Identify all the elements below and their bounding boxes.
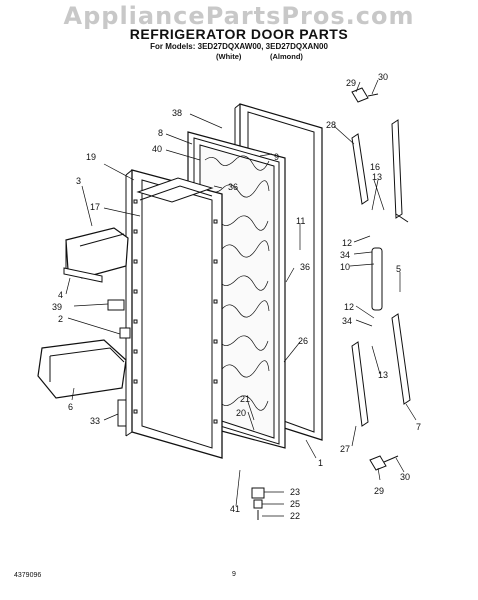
- hinge-bracket-33: [117, 399, 127, 427]
- callout-12-bottom: 12: [344, 302, 354, 312]
- callout-11: 11: [296, 216, 305, 226]
- footer-part-code: 4379096: [14, 572, 42, 579]
- callout-34-top: 34: [340, 250, 350, 260]
- callout-30-bottom: 30: [400, 472, 410, 482]
- callout-8: 8: [158, 128, 163, 138]
- handle-lower-27: [351, 341, 369, 427]
- callout-16: 16: [370, 162, 380, 172]
- color-almond-label: (Almond): [270, 52, 303, 61]
- callout-3: 3: [76, 176, 81, 186]
- callout-labels: 29 30 28 38 8 40 9 19 16 13 3 36 17 11 1…: [52, 72, 421, 521]
- callout-26: 26: [298, 336, 308, 346]
- callout-6: 6: [68, 402, 73, 412]
- door-bin-lower: [37, 339, 127, 399]
- watermark: AppliancePartsPros.com: [63, 2, 415, 30]
- callout-36-top: 36: [228, 182, 238, 192]
- callout-13-bottom: 13: [378, 370, 388, 380]
- callout-27: 27: [340, 444, 350, 454]
- callout-28: 28: [326, 120, 336, 130]
- callout-41: 41: [230, 504, 240, 514]
- callout-10: 10: [340, 262, 350, 272]
- callout-36-mid: 36: [300, 262, 310, 272]
- callout-1: 1: [318, 458, 323, 468]
- liner-top-trim: [136, 177, 214, 203]
- callout-33: 33: [90, 416, 100, 426]
- callout-34-bottom: 34: [342, 316, 352, 326]
- callout-17: 17: [90, 202, 100, 212]
- callout-5: 5: [396, 264, 401, 274]
- inner-door-liner: [125, 169, 223, 459]
- callout-25: 25: [290, 499, 300, 509]
- hinge-part-25: [253, 499, 263, 509]
- footer-page-number: 9: [232, 571, 236, 578]
- bottom-hinge: [369, 455, 399, 471]
- top-hinge: [351, 87, 379, 103]
- handle-trim-7: [391, 313, 411, 405]
- models-line: For Models: 3ED27DQXAW00, 3ED27DQXAN00: [150, 42, 328, 51]
- leader-lines: [65, 79, 417, 517]
- callout-20: 20: [236, 408, 246, 418]
- callout-29-top: 29: [346, 78, 356, 88]
- callout-7: 7: [416, 422, 421, 432]
- bracket-2: [119, 327, 131, 339]
- callout-23: 23: [290, 487, 300, 497]
- color-white-label: (White): [216, 52, 242, 61]
- bin-trim-4: [63, 267, 103, 283]
- callout-30-top: 30: [378, 72, 388, 82]
- callout-13-top: 13: [372, 172, 382, 182]
- callout-2: 2: [58, 314, 63, 324]
- callout-19: 19: [86, 152, 96, 162]
- callout-21: 21: [240, 394, 250, 404]
- callout-22: 22: [290, 511, 300, 521]
- callout-29-bottom: 29: [374, 486, 384, 496]
- handle-rail-10: [371, 247, 383, 311]
- callout-4: 4: [58, 290, 63, 300]
- callout-39: 39: [52, 302, 62, 312]
- bracket-39: [107, 299, 125, 311]
- callout-40: 40: [152, 144, 162, 154]
- callout-38: 38: [172, 108, 182, 118]
- callout-12-top: 12: [342, 238, 352, 248]
- diagram-title: REFRIGERATOR DOOR PARTS: [129, 26, 349, 42]
- hinge-part-23: [251, 487, 265, 499]
- callout-9: 9: [274, 152, 279, 162]
- handle-upper-28: [351, 133, 369, 205]
- handle-trim-16: [391, 119, 409, 223]
